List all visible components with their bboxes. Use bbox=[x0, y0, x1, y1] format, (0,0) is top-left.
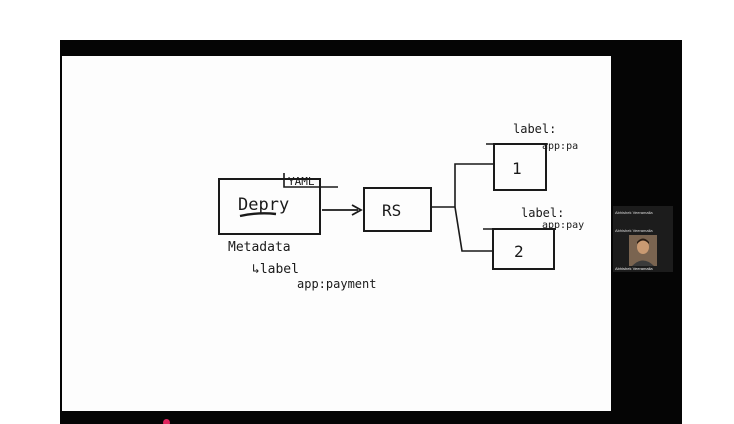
participant-top-name: Abhishek Veeramalla bbox=[615, 210, 671, 215]
yaml-tag: YAML bbox=[288, 175, 315, 188]
participant-video-tile[interactable]: Abhishek Veeramalla Abhishek Veeramalla … bbox=[613, 206, 673, 272]
pod1-app-value: app:pa bbox=[542, 141, 578, 152]
person-icon bbox=[629, 235, 657, 266]
app-payment-text: app:payment bbox=[297, 277, 376, 291]
participant-avatar bbox=[629, 235, 657, 266]
deploy-underline bbox=[240, 213, 276, 216]
participant-name: Abhishek Veeramalla bbox=[615, 228, 671, 233]
recording-dot-icon bbox=[163, 419, 170, 424]
pod1-label: 1 bbox=[512, 159, 522, 178]
whiteboard-canvas[interactable]: YAML Depry RS 1 2 label: app:pa l bbox=[62, 56, 611, 411]
pod2-label-key: label: bbox=[521, 206, 564, 220]
label-arrow-text: ↳label bbox=[252, 262, 299, 277]
rs-box-label: RS bbox=[382, 201, 401, 220]
connector-pod1 bbox=[455, 164, 493, 207]
metadata-text: Metadata bbox=[228, 240, 291, 255]
pod1-label-key: label: bbox=[513, 122, 556, 136]
diagram: YAML Depry RS 1 2 label: app:pa l bbox=[62, 56, 611, 411]
pod2-app-value: app:pay bbox=[542, 220, 584, 231]
deploy-box-label: Depry bbox=[238, 195, 289, 215]
participant-bottom-name: Abhishek Veeramalla bbox=[615, 266, 671, 271]
pod2-label: 2 bbox=[514, 242, 524, 261]
